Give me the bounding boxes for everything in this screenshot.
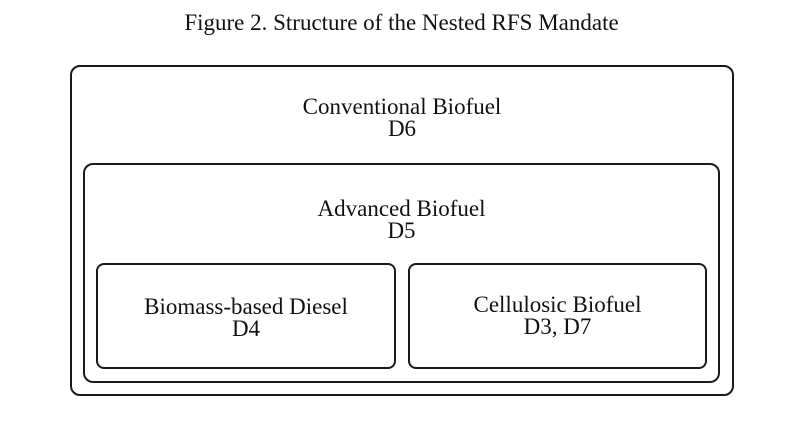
cellulosic-biofuel-label: Cellulosic Biofuel D3, D7 (410, 292, 705, 339)
conventional-biofuel-box: Conventional Biofuel D6 (70, 65, 734, 396)
cellulosic-biofuel-code: D3, D7 (523, 314, 592, 339)
advanced-biofuel-box: Advanced Biofuel D5 (83, 163, 720, 383)
biomass-based-diesel-box: Biomass-based Diesel D4 (96, 263, 396, 369)
conventional-biofuel-label: Conventional Biofuel D6 (72, 94, 732, 141)
cellulosic-biofuel-name: Cellulosic Biofuel (473, 292, 642, 317)
advanced-biofuel-name: Advanced Biofuel (317, 196, 486, 221)
advanced-biofuel-label: Advanced Biofuel D5 (85, 196, 718, 243)
conventional-biofuel-code: D6 (387, 116, 417, 141)
biomass-based-diesel-code: D4 (231, 316, 261, 341)
cellulosic-biofuel-box: Cellulosic Biofuel D3, D7 (408, 263, 707, 369)
biomass-based-diesel-name: Biomass-based Diesel (144, 294, 348, 319)
advanced-biofuel-code: D5 (387, 218, 416, 243)
conventional-biofuel-name: Conventional Biofuel (302, 94, 502, 119)
biomass-based-diesel-label: Biomass-based Diesel D4 (98, 294, 394, 341)
figure-title: Figure 2. Structure of the Nested RFS Ma… (184, 10, 619, 35)
